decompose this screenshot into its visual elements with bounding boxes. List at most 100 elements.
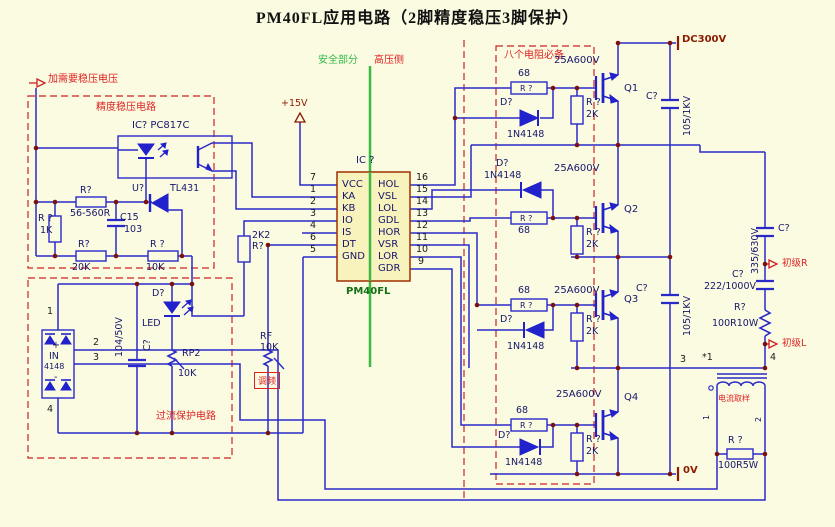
snubber2-ref: C? <box>636 283 648 294</box>
r100r10w-value: 100R10W <box>712 318 759 329</box>
q1-r2k-ref: R ? <box>586 97 601 108</box>
q2-r68-value: 68 <box>518 225 531 236</box>
ic-ref: IC ? <box>356 155 375 166</box>
pin-num-11: 11 <box>416 232 429 243</box>
c335-ref: C? <box>778 223 790 234</box>
r100r10w-ref: R? <box>734 302 746 313</box>
primary-l-label: 初级L <box>782 338 807 349</box>
pin-num-9: 9 <box>418 256 425 267</box>
bridge-plus: + <box>52 340 60 351</box>
rf-value: 10K <box>260 342 279 353</box>
q4-r68-value: 68 <box>516 405 529 416</box>
q2-label: Q2 <box>624 204 639 215</box>
rsample-value: 100R5W <box>718 460 759 471</box>
q2-diode-part: 1N4148 <box>484 170 522 181</box>
zero-volt-label: 0V <box>683 465 698 476</box>
r1k-ref: R ? <box>38 213 53 224</box>
ic-part: PM40FL <box>346 286 391 297</box>
xfmr-pin2: 2 <box>754 416 763 422</box>
pin-num-13: 13 <box>416 208 429 219</box>
hv-side-label: 高压侧 <box>374 55 404 66</box>
pin-num-1: 1 <box>310 184 317 195</box>
pin-num-14: 14 <box>416 196 429 207</box>
ic-pin-is: IS <box>342 227 352 238</box>
ic-pin-vsl: VSL <box>378 191 397 202</box>
ic-body <box>336 171 411 282</box>
pin-num-2: 2 <box>310 196 317 207</box>
ic-pin-gnd: GND <box>342 251 365 262</box>
c222-value: 222/1000V <box>704 281 757 292</box>
r1k-value: 1K <box>40 225 53 236</box>
xfmr-pin1: 1 <box>702 414 711 420</box>
cap104-ref: C? <box>142 339 153 351</box>
q4-label: Q4 <box>624 392 639 403</box>
ic-pin-ka: KA <box>342 191 356 202</box>
safety-side-label: 安全部分 <box>318 55 358 66</box>
r10k-ref: R ? <box>150 239 165 250</box>
q3-r68-value: 68 <box>518 285 531 296</box>
semiconductor-symbols <box>44 72 620 456</box>
r2k2-ref: R? <box>252 241 264 252</box>
pin-num-12: 12 <box>416 220 429 231</box>
dc300v-label: DC300V <box>682 34 727 45</box>
power-symbols <box>29 36 779 481</box>
snubber2-value: 105/1KV <box>682 295 693 336</box>
pin-num-6: 6 <box>310 232 317 243</box>
q2-r2k-ref: R ? <box>586 227 601 238</box>
c335-value: 335/630V <box>750 228 761 274</box>
r2k2-value: 2K2 <box>252 230 271 241</box>
c15-ref: C15 <box>120 212 139 223</box>
ic-pin-gdr: GDR <box>378 263 401 274</box>
q1-diode-ref: D? <box>500 97 513 108</box>
q4-r2k-ref: R ? <box>586 434 601 445</box>
q1-rating: 25A600V <box>554 55 600 66</box>
ic-pin-vcc: VCC <box>342 179 363 190</box>
r20k-ref: R? <box>78 239 90 250</box>
r20k-value: 20K <box>72 262 91 273</box>
cap104-value: 104/50V <box>114 317 125 357</box>
ic-pin-lor: LOR <box>378 251 399 262</box>
ic-pin-kb: KB <box>342 203 356 214</box>
q3-diode-part: 1N4148 <box>507 341 545 352</box>
led-label: LED <box>142 318 161 329</box>
r10k-value: 10K <box>146 262 165 273</box>
q3-r2k-ref: R ? <box>586 314 601 325</box>
q2-rating: 25A600V <box>554 163 600 174</box>
r-series-ref: R? <box>80 185 92 196</box>
q3-label: Q3 <box>624 294 639 305</box>
q1-diode-part: 1N4148 <box>507 129 545 140</box>
bridge-name-2: 4148 <box>44 362 65 371</box>
c222-ref: C? <box>732 269 744 280</box>
snubber1-value: 105/1KV <box>682 95 693 136</box>
q4-diode-part: 1N4148 <box>505 457 543 468</box>
overcurrent-label: 过流保护电路 <box>156 411 216 422</box>
bridge-minus: - <box>54 372 58 383</box>
q1-r68-ref: R ? <box>520 84 533 93</box>
q1-label: Q1 <box>624 83 639 94</box>
bridge-pin3: 3 <box>93 352 100 363</box>
eight-resistors-label: 八个电阻必备 <box>504 50 564 61</box>
bridge-pin1: 1 <box>47 306 54 317</box>
q3-rating: 25A600V <box>554 285 600 296</box>
freq-adjust-tag: 调频 <box>254 372 281 389</box>
bridge-pin2: 2 <box>93 337 100 348</box>
q1-r2k-value: 2K <box>586 109 599 120</box>
q2-diode-ref: D? <box>496 158 509 169</box>
pin-num-10: 10 <box>416 244 429 255</box>
snubber1-ref: C? <box>646 91 658 102</box>
pin-num-7: 7 <box>310 172 317 183</box>
q1-r68-value: 68 <box>518 68 531 79</box>
pin-num-4: 4 <box>310 220 317 231</box>
wires <box>35 42 767 501</box>
r-series-value: 56-560R <box>70 208 111 219</box>
xfmr-pin-star: *1 <box>702 352 713 363</box>
c15-value: 103 <box>124 224 143 235</box>
q3-r68-ref: R ? <box>520 301 533 310</box>
bridge-name-1: IN <box>49 351 59 362</box>
q4-rating: 25A600V <box>556 389 602 400</box>
primary-r-label: 初级R <box>782 258 808 269</box>
precision-reg-label: 精度稳压电路 <box>96 102 156 113</box>
q4-diode-ref: D? <box>498 430 511 441</box>
need-reg-voltage-label: 加需要稳压电压 <box>48 74 118 85</box>
